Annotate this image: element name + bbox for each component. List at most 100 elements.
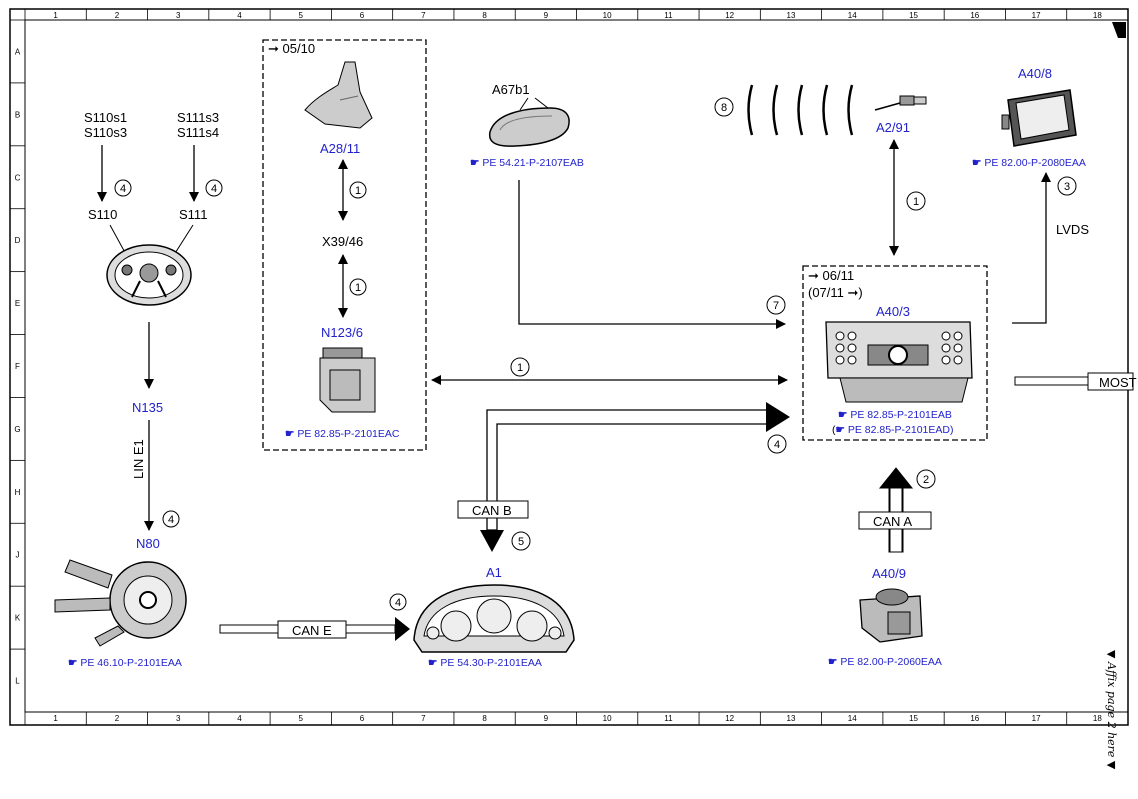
- grid-column-label: 17: [1032, 714, 1041, 723]
- grid-row-label: D: [15, 236, 21, 245]
- ref-a67: ☛ PE 54.21-P-2107EAB: [470, 157, 584, 169]
- svg-text:4: 4: [395, 597, 401, 609]
- grid-column-label: 7: [421, 11, 426, 20]
- grid-column-label: 11: [664, 11, 673, 20]
- ref-a40-9: ☛ PE 82.00-P-2060EAA: [828, 656, 942, 668]
- grid-column-label: 18: [1093, 11, 1102, 20]
- grid-row-label: F: [15, 362, 20, 371]
- svg-text:2: 2: [923, 474, 929, 486]
- circled-number-1: 1: [349, 278, 367, 296]
- label-s110s3: S110s3: [84, 125, 127, 140]
- circled-number-5: 5: [511, 531, 531, 551]
- label-n135: N135: [132, 400, 163, 415]
- label-can-a: CAN A: [873, 514, 912, 529]
- date-box2: ➞ 06/11: [808, 268, 854, 283]
- circled-number-2: 2: [916, 469, 936, 489]
- svg-text:1: 1: [355, 282, 361, 294]
- grid-column-label: 9: [544, 11, 549, 20]
- label-s110s1: S110s1: [84, 110, 127, 125]
- svg-text:1: 1: [517, 362, 523, 374]
- svg-text:8: 8: [721, 102, 727, 114]
- label-most: MOST: [1099, 375, 1137, 390]
- wireless-signal-icon: [747, 84, 854, 136]
- svg-text:4: 4: [120, 183, 126, 195]
- grid-column-label: 1: [53, 714, 58, 723]
- circled-number-1: 1: [906, 191, 926, 211]
- label-x39-46: X39/46: [322, 234, 363, 249]
- antenna-icon: [304, 61, 373, 129]
- grid-column-label: 14: [848, 714, 857, 723]
- date-box1: ➞ 05/10: [268, 41, 315, 56]
- grid-column-label: 11: [664, 714, 673, 723]
- grid-column-label: 2: [115, 11, 120, 20]
- grid-row-label: A: [15, 47, 21, 56]
- steering-wheel-icon: [106, 244, 192, 306]
- grid-column-label: 6: [360, 714, 365, 723]
- grid-column-label: 4: [237, 714, 242, 723]
- svg-text:1: 1: [355, 185, 361, 197]
- grid-column-label: 10: [603, 714, 612, 723]
- grid-column-label: 7: [421, 714, 426, 723]
- grid-column-label: 3: [176, 714, 181, 723]
- grid-row-label: E: [15, 299, 20, 308]
- circled-number-1: 1: [349, 181, 367, 199]
- circled-number-4: 4: [389, 593, 407, 611]
- grid-column-label: 13: [787, 11, 796, 20]
- svg-text:4: 4: [168, 514, 174, 526]
- control-unit-icon: [319, 347, 376, 413]
- grid-column-label: 6: [360, 11, 365, 20]
- ref-n80: ☛ PE 46.10-P-2101EAA: [68, 657, 182, 669]
- head-unit-icon: [825, 321, 973, 403]
- grid-row-label: G: [14, 425, 20, 434]
- circled-number-4: 4: [205, 179, 223, 197]
- label-n80: N80: [136, 536, 160, 551]
- ref-a40-3-alt: (☛ PE 82.85-P-2101EAD): [832, 424, 954, 436]
- label-lvds: LVDS: [1056, 222, 1089, 237]
- grid-column-label: 17: [1032, 11, 1041, 20]
- grid-column-label: 16: [970, 714, 979, 723]
- circled-number-8: 8: [714, 97, 734, 117]
- label-a1: A1: [486, 565, 502, 580]
- svg-text:5: 5: [518, 536, 524, 548]
- grid-row-label: C: [15, 173, 21, 182]
- antenna-cable-icon: [874, 95, 927, 111]
- svg-text:1: 1: [913, 196, 919, 208]
- grid-column-label: 5: [299, 714, 304, 723]
- svg-text:7: 7: [773, 300, 779, 312]
- grid-row-label: J: [16, 551, 20, 560]
- svg-text:3: 3: [1064, 181, 1070, 193]
- instrument-cluster-icon: [413, 584, 575, 653]
- label-can-b: CAN B: [472, 503, 512, 518]
- ref-n123: ☛ PE 82.85-P-2101EAC: [285, 428, 400, 440]
- label-lin-e1: LIN E1: [131, 439, 146, 479]
- grid-row-label: B: [15, 110, 20, 119]
- grid-column-label: 2: [115, 714, 120, 723]
- ref-a40-3: ☛ PE 82.85-P-2101EAB: [838, 409, 952, 421]
- circled-number-4: 4: [767, 434, 787, 454]
- label-a40-9: A40/9: [872, 566, 906, 581]
- controller-knob-icon: [859, 588, 923, 643]
- variant-box-a28: [262, 39, 427, 451]
- circled-number-1: 1: [510, 357, 530, 377]
- grid-column-label: 5: [299, 11, 304, 20]
- grid-column-label: 18: [1093, 714, 1102, 723]
- grid-column-label: 13: [787, 714, 796, 723]
- svg-text:4: 4: [211, 183, 217, 195]
- circled-number-4: 4: [114, 179, 132, 197]
- ref-a1: ☛ PE 54.30-P-2101EAA: [428, 657, 542, 669]
- circled-number-7: 7: [766, 295, 786, 315]
- affix-note: ▼ Affix page 2 here ▼: [1105, 650, 1118, 770]
- grid-column-label: 3: [176, 11, 181, 20]
- grid-row-label: H: [15, 488, 21, 497]
- label-s110: S110: [88, 207, 117, 222]
- grid-column-label: 15: [909, 11, 918, 20]
- grid-column-label: 8: [482, 11, 487, 20]
- grid-column-label: 4: [237, 11, 242, 20]
- grid-column-label: 12: [725, 714, 734, 723]
- grid-column-label: 14: [848, 11, 857, 20]
- ref-a40-8: ☛ PE 82.00-P-2080EAA: [972, 157, 1086, 169]
- label-a28-11: A28/11: [320, 141, 360, 156]
